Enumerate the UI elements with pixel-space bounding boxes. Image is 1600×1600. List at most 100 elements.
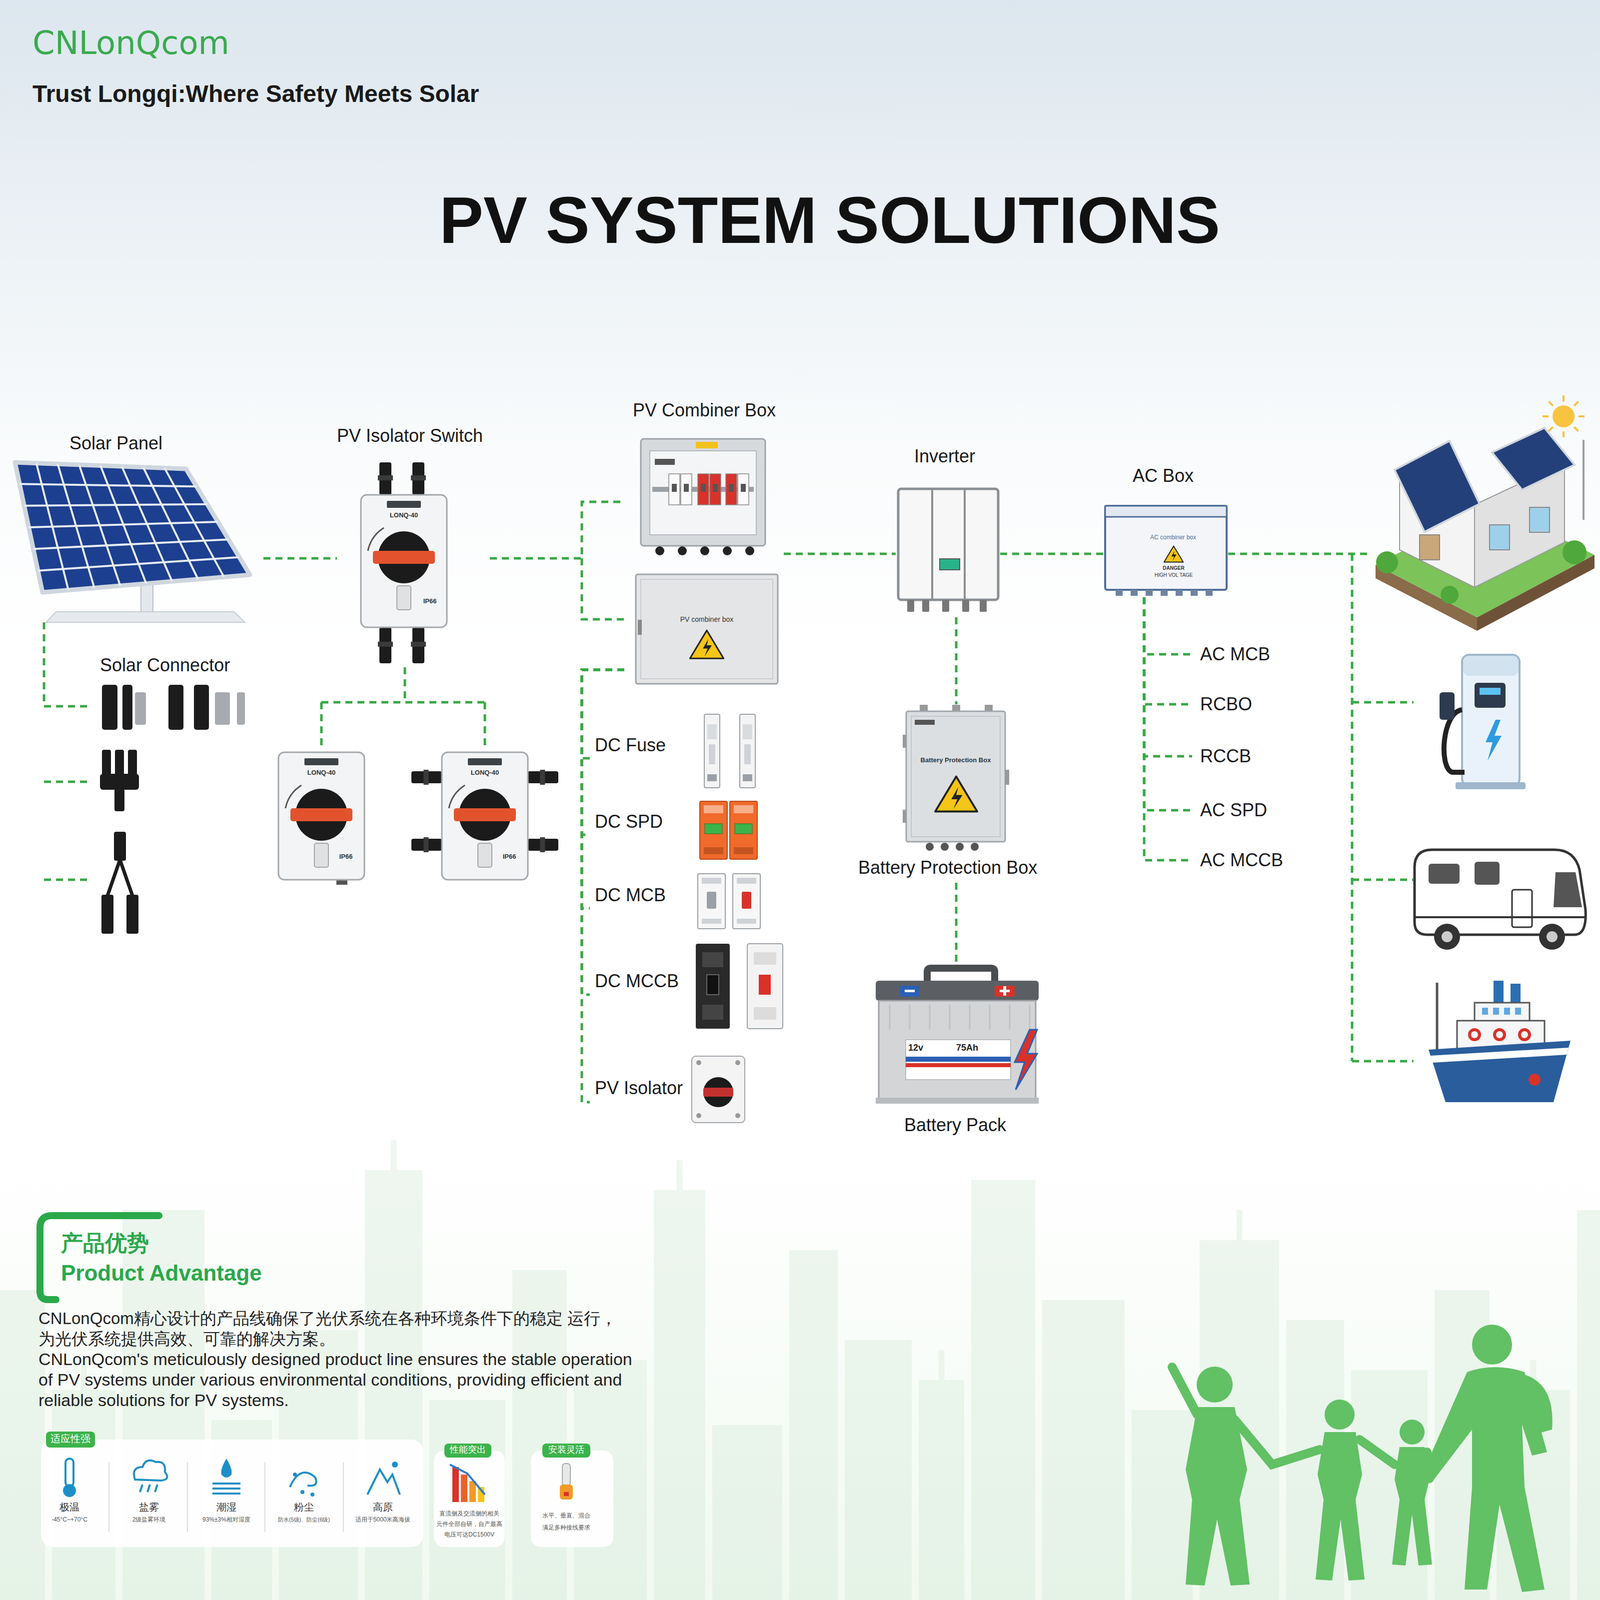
building: [1042, 1300, 1125, 1600]
connector: [1144, 597, 1193, 705]
component-label: Solar Connector: [99, 654, 230, 676]
cable: [107, 859, 133, 896]
mc4-part: [101, 894, 114, 934]
adult-figure: [1422, 1367, 1548, 1593]
head: [1472, 1324, 1513, 1365]
dc-terminal: [942, 599, 950, 612]
solar-connectors: [101, 684, 245, 730]
feature-note: 93%±3%相对湿度: [202, 1516, 251, 1524]
mc4-part: [113, 831, 126, 861]
feature-note: 2级盐雾环境: [132, 1516, 166, 1524]
cloud-icon: [133, 1460, 168, 1481]
nozzle: [1439, 692, 1455, 720]
battery-protection-box: [902, 704, 1010, 851]
sun-ray: [1562, 395, 1565, 402]
switch-body: [441, 752, 528, 880]
device-part: [703, 805, 724, 814]
bolt-symbol: [951, 787, 963, 810]
connector: [1144, 597, 1193, 655]
connector-ring: [539, 837, 545, 853]
funnel: [1510, 983, 1521, 1005]
dust-icon: [292, 1472, 297, 1477]
ship: [1428, 980, 1571, 1103]
component-node: Solar Panel: [14, 429, 264, 623]
connector: [783, 552, 896, 556]
separator: [108, 1462, 110, 1533]
breaker-module: [697, 473, 709, 505]
paragraph: CNLonQcom精心设计的产品线确保了光伏系统在各种环境条件下的稳定 运行，为…: [38, 1308, 619, 1350]
tool-icon: [562, 1463, 571, 1486]
box-frame: [640, 438, 766, 546]
hinge: [902, 734, 907, 748]
plus-terminal: [994, 985, 1015, 997]
rain-icon: [139, 1484, 158, 1493]
fuse-holder: [739, 714, 756, 788]
warning-sticker: [695, 441, 718, 449]
component-label: PV Combiner Box: [632, 399, 776, 421]
body-stripe: [1415, 916, 1586, 919]
connector: [1144, 597, 1193, 861]
lifebuoy: [1519, 1029, 1530, 1040]
feature-label: 粉尘: [293, 1501, 314, 1514]
mcb-body: [732, 873, 761, 929]
mc4-part: [127, 749, 137, 776]
device-part: [753, 952, 777, 965]
cable-gland: [722, 546, 732, 556]
component-node: DC Fuse: [589, 712, 786, 791]
window: [1482, 1007, 1489, 1015]
device-part: [741, 891, 752, 909]
component-label: AC SPD: [1200, 799, 1268, 821]
component-label: PV Isolator: [594, 1077, 683, 1099]
device-part: [706, 891, 717, 909]
connector: [1144, 597, 1193, 757]
feature-label: 极温: [59, 1501, 80, 1514]
breaker-toggle: [712, 483, 718, 492]
trend-line: [449, 1464, 485, 1495]
component-label: Battery Pack: [904, 1114, 1007, 1136]
pv-isolator: [691, 1056, 745, 1123]
antenna: [1236, 1210, 1243, 1241]
component-label: Solar Panel: [69, 432, 163, 454]
city-skyline: [0, 1140, 1600, 1600]
cell-line: [37, 557, 240, 571]
child-figure: [1392, 1447, 1433, 1566]
device-part: [733, 805, 754, 814]
mccb-body: [747, 943, 783, 1029]
breaker-toggle: [740, 483, 746, 492]
combiner-box-closed: [635, 574, 778, 684]
cable-gland: [1175, 589, 1183, 596]
dc-mccb: [695, 943, 783, 1029]
cable-gland: [677, 546, 687, 556]
isolator-switch: [360, 462, 447, 664]
connector: [581, 669, 625, 995]
lock-tab: [314, 843, 329, 868]
hub: [1546, 931, 1558, 943]
hinge: [902, 809, 907, 823]
lifebuoy: [1469, 1029, 1480, 1040]
mcb-body: [697, 873, 726, 929]
device-part: [742, 774, 753, 782]
knob-handle: [703, 1087, 734, 1097]
latch: [637, 619, 642, 635]
lock-tab: [477, 843, 492, 868]
wheel: [1539, 923, 1566, 950]
cable-gland: [970, 842, 979, 851]
mc4-part: [101, 749, 111, 776]
window: [1489, 524, 1510, 550]
hull-emblem: [1528, 1073, 1541, 1086]
component-label: DC SPD: [594, 811, 663, 832]
isolator-switch: [278, 752, 365, 885]
box-lid: [1105, 505, 1227, 517]
component-label: RCCB: [1200, 745, 1252, 767]
component-node: AC SPD: [1192, 792, 1293, 828]
cable-gland: [925, 842, 934, 851]
panel-seam: [963, 489, 966, 599]
backpack: [1524, 1374, 1553, 1435]
building: [653, 1190, 706, 1600]
body-rib: [929, 1004, 931, 1030]
feature-note: 适用于5000米高海拔: [355, 1516, 411, 1524]
feature-label: 高原: [372, 1501, 393, 1514]
bolt-symbol: [1014, 1029, 1038, 1090]
window: [1428, 863, 1460, 884]
van-body: [1414, 849, 1586, 935]
